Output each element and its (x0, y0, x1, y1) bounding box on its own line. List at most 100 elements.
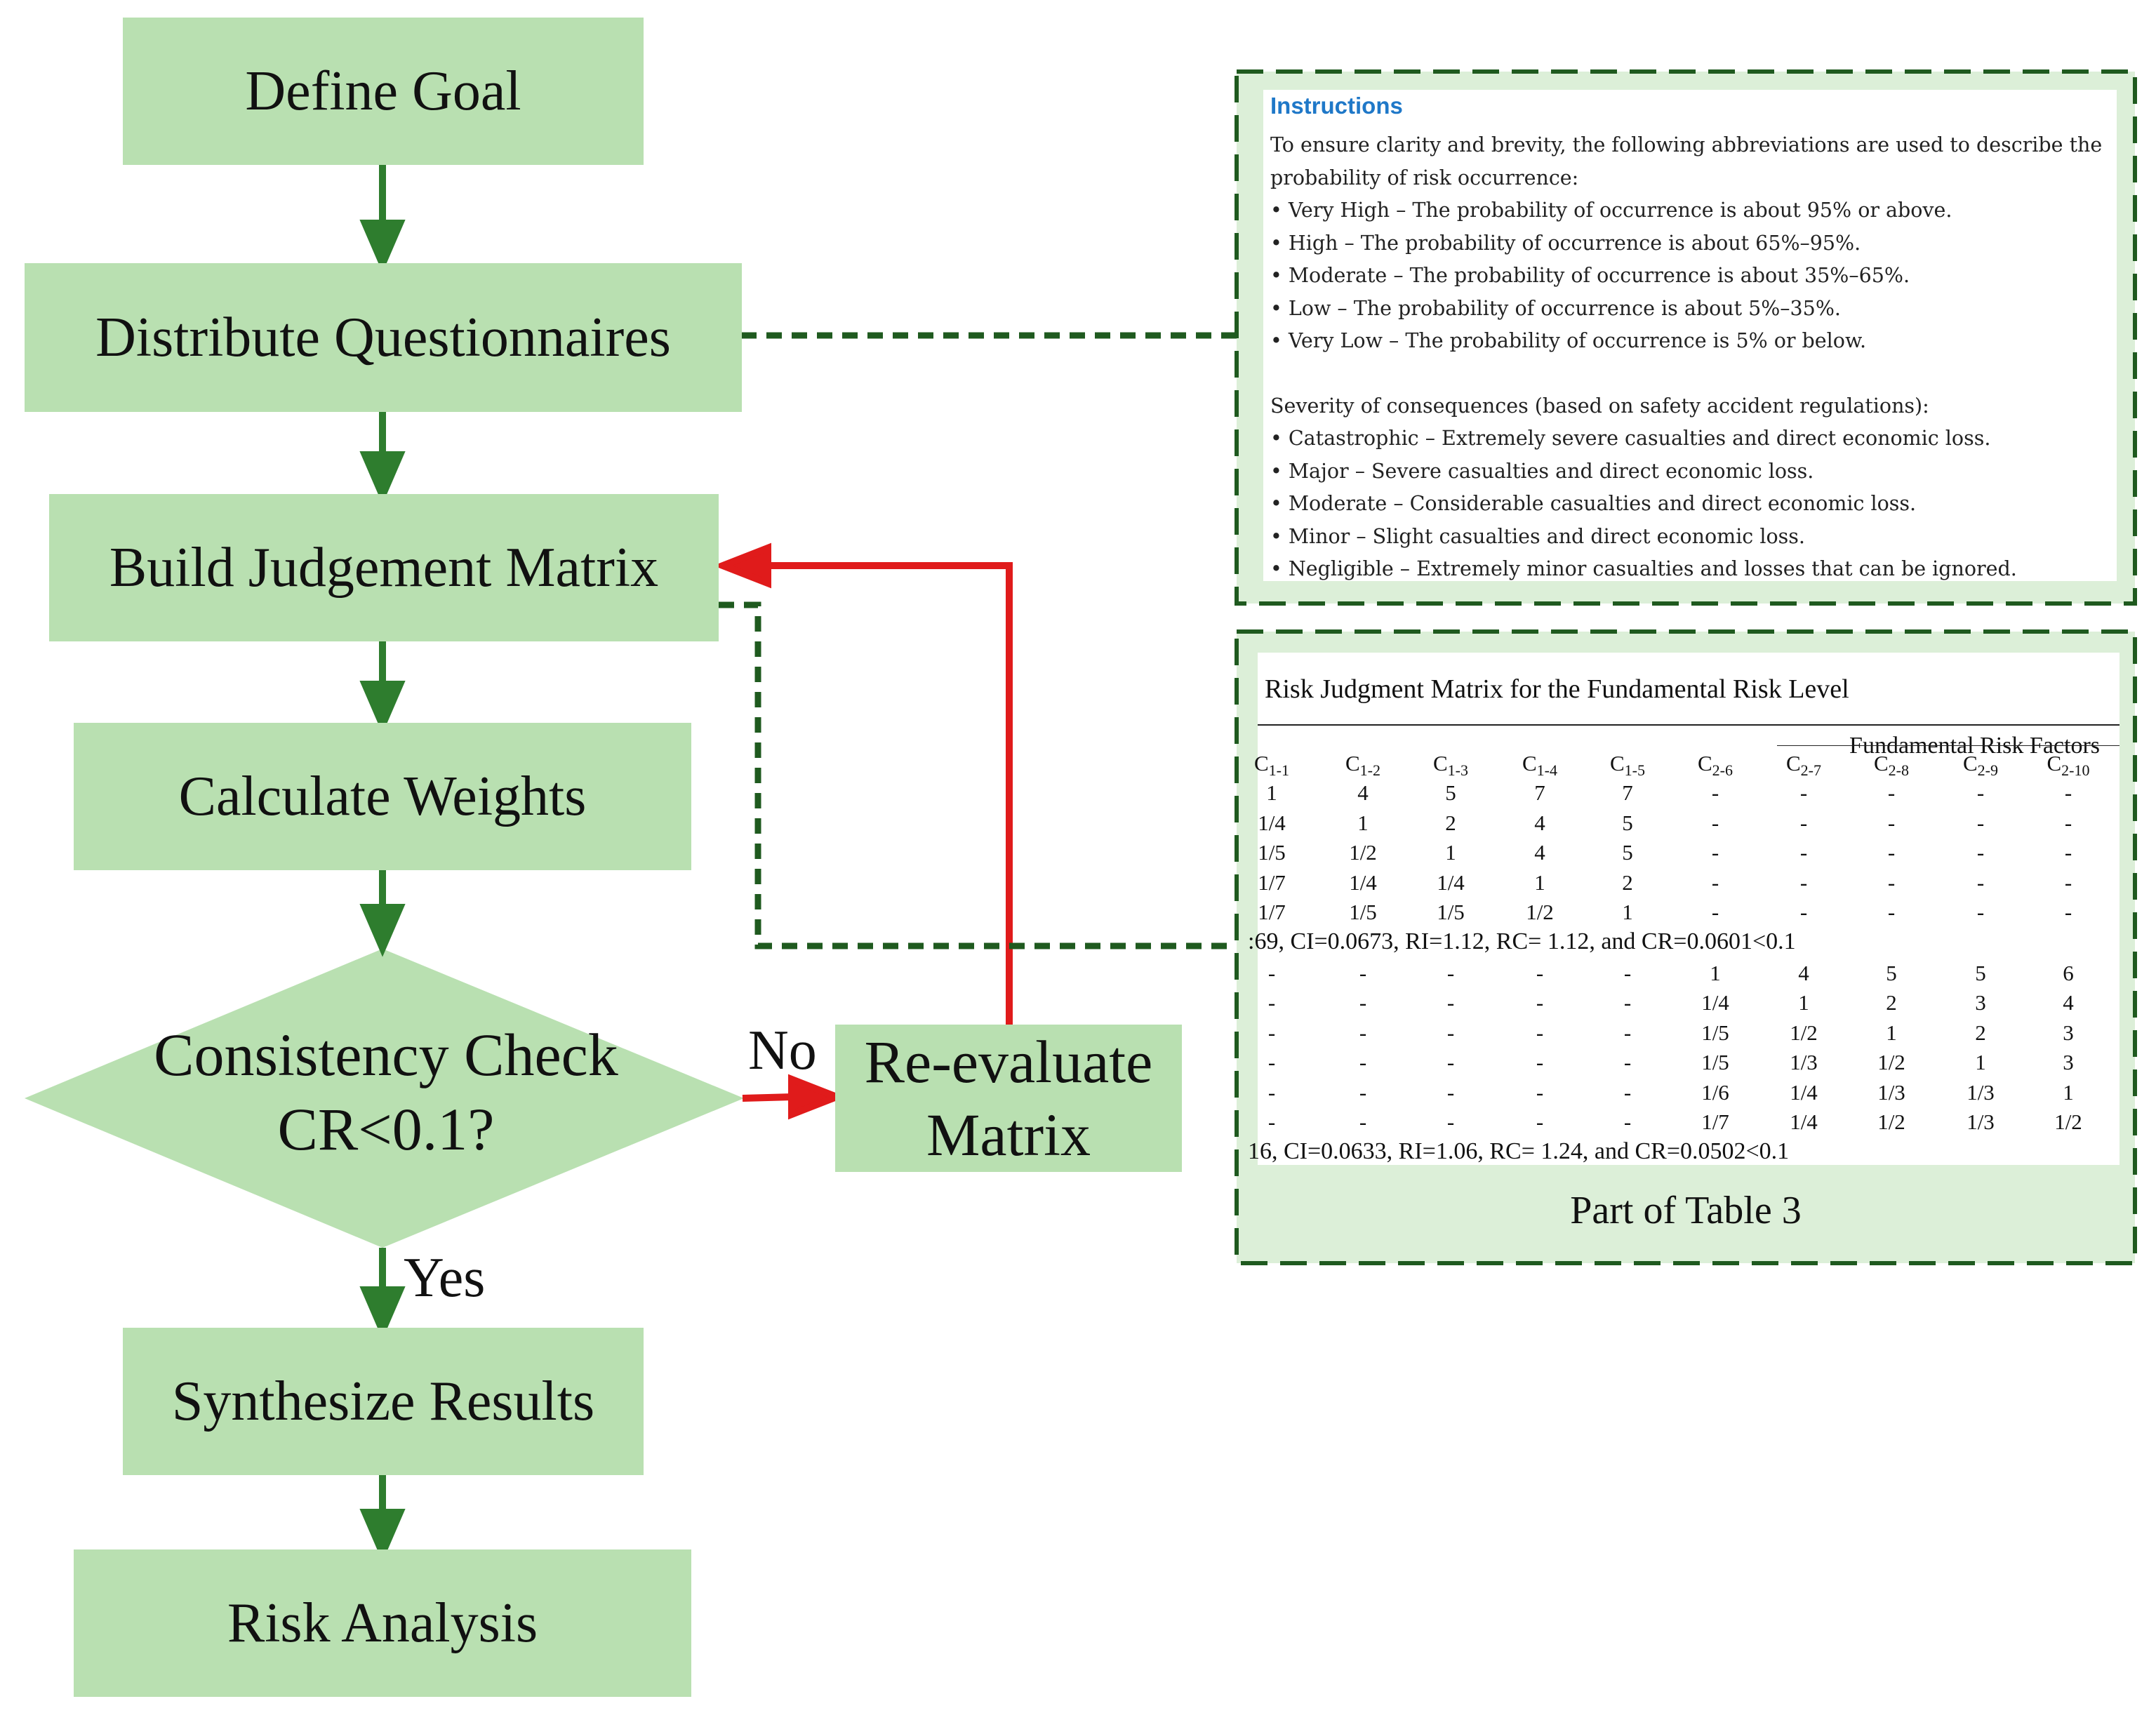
table-cell: - (1536, 990, 1544, 1015)
table-cell: - (1711, 840, 1719, 865)
table-cell: 1 (1622, 900, 1633, 924)
table-cell: - (2064, 810, 2072, 835)
table-cell: 6 (2063, 960, 2074, 985)
table-cell: 1/4 (1790, 1079, 1818, 1105)
table-cell: 1/4 (1437, 869, 1465, 895)
build-judgement-matrix-label: Build Judgement Matrix (109, 537, 659, 599)
consistency-check-line2: CR<0.1? (277, 1095, 495, 1163)
column-header: C2-9 (1962, 751, 1998, 780)
table-cell: 1/3 (1790, 1050, 1818, 1074)
table-cell: - (1536, 1020, 1544, 1045)
table-cell: 1/7 (1701, 1109, 1729, 1134)
table-cell: 5 (1445, 780, 1456, 805)
table-title: Risk Judgment Matrix for the Fundamental… (1265, 674, 1849, 704)
table-cell: - (1446, 960, 1455, 985)
consistency-check-text: Consistency Check CR<0.1? (70, 1018, 702, 1166)
table-cell: - (1799, 869, 1808, 895)
table-cell: 1/4 (1349, 869, 1377, 895)
column-header: C2-10 (2047, 751, 2090, 780)
table-cell: 1/3 (1967, 1109, 1995, 1134)
column-header: C1-1 (1253, 751, 1289, 780)
table-cell: 1/7 (1258, 869, 1286, 895)
table-cell: 1/5 (1701, 1050, 1729, 1074)
table-cell: 1/2 (1877, 1109, 1905, 1134)
table-cell: 1 (2063, 1079, 2074, 1105)
reevaluate-line1: Re-evaluate (864, 1028, 1153, 1095)
table-cell: 4 (1534, 810, 1545, 835)
severity-line: Severity of consequences (based on safet… (1270, 394, 1929, 418)
table-cell: - (1887, 840, 1896, 865)
table-cell: - (1711, 810, 1719, 835)
table-cell: - (1887, 780, 1896, 805)
probability-list: To ensure clarity and brevity, the follo… (1270, 129, 2117, 358)
table-cell: - (1799, 900, 1808, 924)
table-cell: - (1976, 780, 1985, 805)
table-cell: - (1711, 869, 1719, 895)
table-cell: 4 (1534, 840, 1545, 865)
column-header: C1-4 (1522, 751, 1557, 780)
calculate-weights-label: Calculate Weights (178, 766, 587, 827)
table-cell: 1 (1445, 840, 1456, 865)
build-judgement-matrix-box: Build Judgement Matrix (49, 494, 719, 641)
table-cell: - (1267, 1050, 1276, 1074)
table-cell: - (1536, 1109, 1544, 1134)
table-cell: 2 (1622, 869, 1633, 895)
column-header: C2-7 (1785, 751, 1821, 780)
table-cell: - (1446, 1050, 1455, 1074)
calculate-weights-box: Calculate Weights (74, 723, 691, 870)
judgment-table-panel: Risk Judgment Matrix for the Fundamental… (1248, 653, 2120, 1165)
table-cell: 1/4 (1701, 990, 1729, 1015)
column-header: C1-3 (1432, 751, 1468, 780)
instr-line: • Very Low – The probability of occurren… (1270, 329, 1867, 352)
table-cell: 4 (1798, 960, 1809, 985)
table-top-rule (1258, 724, 2120, 726)
table-cell: 4 (2063, 990, 2074, 1015)
define-goal-box: Define Goal (123, 18, 644, 165)
table-cell: - (1887, 869, 1896, 895)
table-cell: 3 (2063, 1020, 2074, 1045)
table-note-1: :69, CI=0.0673, RI=1.12, RC= 1.12, and C… (1248, 928, 1796, 954)
table-cell: - (1799, 780, 1808, 805)
table-cell: 1/2 (1790, 1020, 1818, 1045)
column-header: C1-5 (1609, 751, 1645, 780)
table-cell: - (1446, 1109, 1455, 1134)
table-cell: - (1887, 810, 1896, 835)
severity-list: Severity of consequences (based on safet… (1270, 390, 2117, 586)
severity-line: • Negligible – Extremely minor casualtie… (1270, 557, 2017, 580)
dashed-link-build-to-table (719, 601, 1237, 949)
risk-analysis-label: Risk Analysis (227, 1592, 538, 1654)
table-cell: 2 (1886, 990, 1897, 1015)
table-cell: 3 (1975, 990, 1986, 1015)
table-cell: - (1976, 810, 1985, 835)
table-cell: - (1446, 1020, 1455, 1045)
table-cell: 1/2 (1349, 840, 1377, 865)
table-cell: - (1536, 1079, 1544, 1105)
table-cell: - (1536, 1050, 1544, 1074)
table-cell: 1 (1266, 780, 1277, 805)
table-cell: - (1267, 1109, 1276, 1134)
table-cell: 1/5 (1701, 1020, 1729, 1045)
table-cell: 1 (1534, 869, 1545, 895)
table-cell: 1/4 (1790, 1109, 1818, 1134)
table-cell: - (1623, 1079, 1632, 1105)
table-cell: - (1976, 840, 1985, 865)
table-cell: 1/2 (1526, 900, 1554, 924)
table-cell: 7 (1534, 780, 1545, 805)
table-cell: 5 (1975, 960, 1986, 985)
table-cell: - (2064, 780, 2072, 805)
table-cell: - (1359, 1050, 1367, 1074)
table-cell: - (1799, 810, 1808, 835)
instr-line: To ensure clarity and brevity, the follo… (1270, 133, 2103, 156)
arrow-check-to-reevaluate (742, 1093, 794, 1102)
table-cell: - (1623, 1109, 1632, 1134)
table-cell: - (1359, 1079, 1367, 1105)
table-cell: - (1711, 900, 1719, 924)
instr-line: probability of risk occurrence: (1270, 166, 1579, 189)
instr-line: • Low – The probability of occurrence is… (1270, 296, 1841, 320)
table-cell: - (1446, 1079, 1455, 1105)
table-cell: 1/5 (1258, 840, 1286, 865)
yes-label: Yes (404, 1247, 486, 1309)
table-cell: 1/4 (1258, 810, 1286, 835)
arrow-reevaluate-to-build (765, 562, 1013, 1026)
reevaluate-matrix-box: Re-evaluate Matrix (835, 1025, 1182, 1172)
